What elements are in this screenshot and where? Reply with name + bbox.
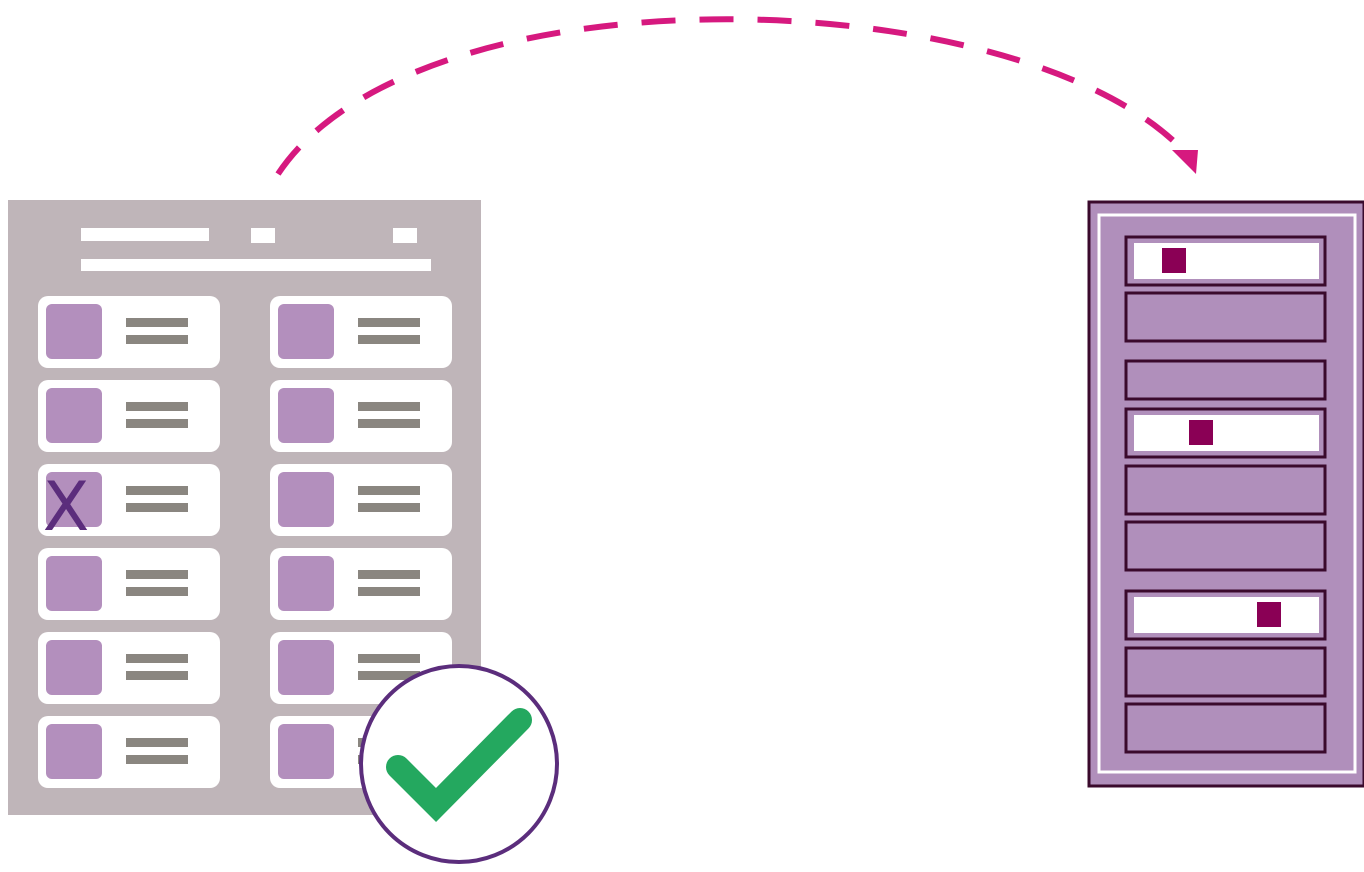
ballot-mark-x: X xyxy=(43,468,90,547)
ballot-box-vote-token xyxy=(1257,602,1281,627)
ballot-box-vote-token xyxy=(1189,420,1213,445)
ballot-option-checkbox xyxy=(46,640,102,695)
ballot-box-slot xyxy=(1124,359,1327,401)
ballot-option-checkbox xyxy=(278,640,334,695)
ballot-box-inner-border xyxy=(1097,213,1357,774)
ballot-box-slot xyxy=(1124,702,1327,754)
ballot-header-rule xyxy=(81,259,431,271)
checkmark-tick xyxy=(386,708,532,823)
ballot-option-text-line xyxy=(126,335,188,344)
ballot-option-checkbox xyxy=(278,472,334,527)
ballot-option-text-line xyxy=(126,402,188,411)
ballot-box-slot-paper xyxy=(1134,415,1319,451)
ballot-option xyxy=(38,380,220,452)
ballot-header-box xyxy=(251,228,275,243)
ballot-option xyxy=(270,464,452,536)
ballot-paper: X xyxy=(8,200,481,815)
ballot-option xyxy=(38,632,220,704)
ballot-option-text-line xyxy=(358,503,420,512)
ballot-option-checkbox xyxy=(46,724,102,779)
ballot-box xyxy=(1087,200,1364,788)
ballot-option xyxy=(38,296,220,368)
ballot-option-text-line xyxy=(358,671,420,680)
ballot-option-text-line xyxy=(358,419,420,428)
ballot-option-text-line xyxy=(126,587,188,596)
ballot-option-text-line xyxy=(358,570,420,579)
ballot-option-text-line xyxy=(126,503,188,512)
ballot-box-slot xyxy=(1124,520,1327,572)
ballot-box-slots xyxy=(1124,235,1327,754)
ballot-option-checkbox xyxy=(278,556,334,611)
ballot-option-checkbox xyxy=(278,724,334,779)
arrow-head xyxy=(1172,150,1198,174)
ballot-option-text-line xyxy=(126,755,188,764)
ballot-header-box xyxy=(393,228,417,243)
ballot-option-text-line xyxy=(358,402,420,411)
checkmark-icon xyxy=(359,664,559,864)
ballot-header-line xyxy=(81,228,209,241)
ballot-option-checkbox xyxy=(46,556,102,611)
ballot-option-text-line xyxy=(126,318,188,327)
ballot-option-text-line xyxy=(126,654,188,663)
ballot-option-text-line xyxy=(358,318,420,327)
ballot-option-text-line xyxy=(358,486,420,495)
ballot-option xyxy=(38,464,220,536)
ballot-option-checkbox xyxy=(278,304,334,359)
ballot-option-text-line xyxy=(358,654,420,663)
ballot-option xyxy=(270,296,452,368)
ballot-option xyxy=(270,380,452,452)
arrow-path xyxy=(275,16,1195,176)
ballot-option-checkbox xyxy=(46,388,102,443)
ballot-option-text-line xyxy=(126,738,188,747)
ballot-box-slot xyxy=(1124,646,1327,698)
ballot-option-checkbox xyxy=(278,388,334,443)
ballot-option-checkbox xyxy=(46,304,102,359)
ballot-box-vote-token xyxy=(1162,248,1186,273)
ballot-option xyxy=(270,548,452,620)
ballot-box-slot-paper xyxy=(1134,597,1319,633)
ballot-option xyxy=(38,716,220,788)
ballot-option-text-line xyxy=(126,419,188,428)
ballot-box-slot xyxy=(1124,291,1327,343)
ballot-box-slot-paper xyxy=(1134,243,1319,279)
ballot-option-text-line xyxy=(126,671,188,680)
ballot-options xyxy=(38,296,452,788)
ballot-option-checkbox xyxy=(46,472,102,527)
dashed-curved-arrow-icon xyxy=(275,16,1198,176)
ballot-option-text-line xyxy=(126,570,188,579)
ballot-option-text-line xyxy=(358,587,420,596)
ballot-option-text-line xyxy=(358,335,420,344)
ballot-box-slot xyxy=(1124,464,1327,516)
ballot-option-text-line xyxy=(126,486,188,495)
checkmark-ring xyxy=(359,664,559,864)
ballot-option xyxy=(38,548,220,620)
